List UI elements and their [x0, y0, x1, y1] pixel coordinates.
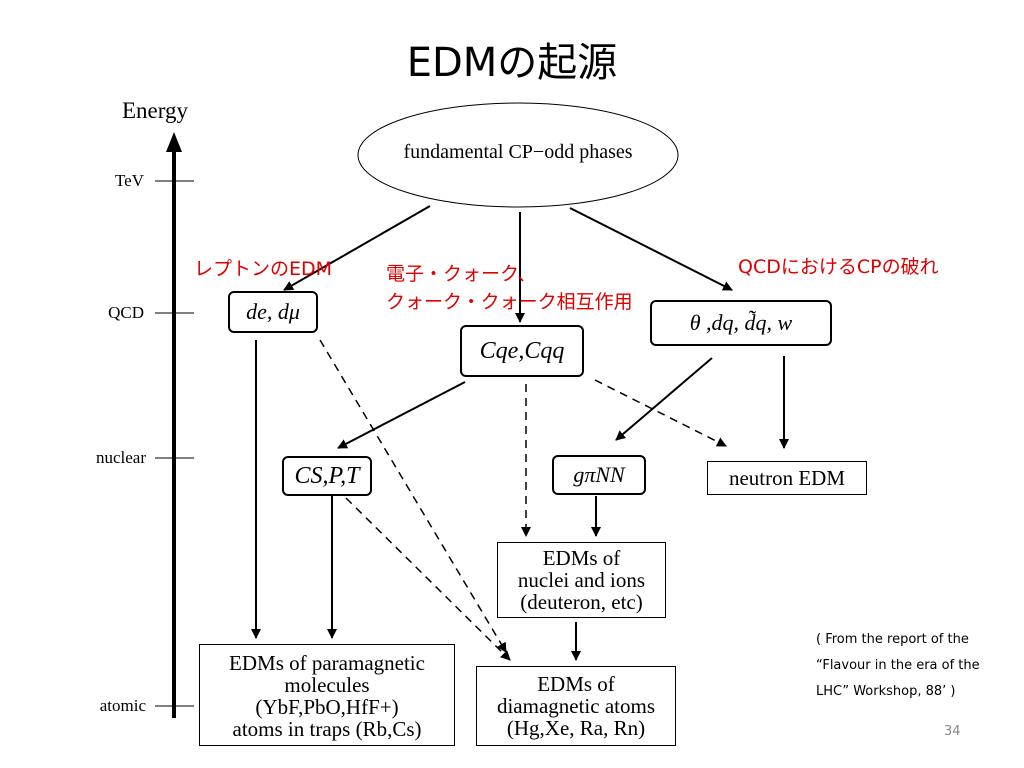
- arrow-theta-to-gpinn: [615, 357, 713, 441]
- para-line-1: EDMs of paramagnetic: [229, 651, 425, 675]
- de-dmu-label: de, dμ: [246, 299, 300, 324]
- para-line-2: molecules: [284, 673, 370, 697]
- fundamental-phases-label: fundamental CP−odd phases: [403, 141, 633, 163]
- cspt-node: CS,P,T: [282, 456, 372, 496]
- nuclei-edm-node: EDMs of nuclei and ions (deuteron, etc): [497, 542, 666, 618]
- page-title: EDMの起源: [406, 40, 618, 86]
- cspt-label: CS,P,T: [294, 463, 360, 489]
- arrow-cqe-to-cspt: [337, 381, 466, 449]
- nuclei-line-1: EDMs of: [542, 546, 621, 570]
- neutron-edm-label: neutron EDM: [728, 466, 846, 490]
- diamagnetic-edm-node: EDMs of diamagnetic atoms (Hg,Xe, Ra, Rn…: [476, 666, 676, 746]
- de-dmu-node: de, dμ: [228, 291, 318, 333]
- tick-label-tev: TeV: [114, 171, 144, 190]
- dia-line-1: EDMs of: [537, 672, 615, 696]
- source-note-line-2: “Flavour in the era of the: [816, 658, 980, 673]
- source-note-line-1: ( From the report of the: [816, 632, 969, 647]
- page-number: 34: [944, 724, 961, 739]
- qcd-cp-annotation: QCDにおけるCPの破れ: [738, 256, 939, 278]
- para-line-3: (YbF,PbO,HfF+): [255, 695, 399, 719]
- theta-label: θ ,dq, d̃q, w: [689, 310, 793, 335]
- theta-node: θ ,dq, d̃q, w: [650, 300, 832, 346]
- cqe-cqq-label: Cqe,Cqq: [479, 338, 565, 364]
- dash-de-to-dia: [319, 339, 507, 653]
- dia-line-2: diamagnetic atoms: [496, 694, 656, 718]
- dash-cqe-to-neutron: [594, 379, 727, 447]
- tick-label-nuclear: nuclear: [95, 448, 146, 467]
- source-note-line-3: LHC” Workshop, 88’ ): [816, 684, 956, 699]
- tick-label-atomic: atomic: [99, 696, 146, 715]
- energy-axis-arrowhead: [166, 132, 182, 152]
- gpinn-node: gπNN: [552, 455, 646, 495]
- neutron-edm-node: neutron EDM: [707, 461, 867, 495]
- dia-line-3: (Hg,Xe, Ra, Rn): [506, 716, 646, 740]
- arrow-fund-to-theta: [569, 207, 733, 291]
- lepton-edm-annotation: レプトンのEDM: [194, 258, 333, 280]
- dash-cspt-to-dia: [345, 497, 511, 661]
- gpinn-label: gπNN: [573, 462, 625, 487]
- paramagnetic-edm-node: EDMs of paramagnetic molecules (YbF,PbO,…: [199, 644, 455, 746]
- quark-quark-annotation: クォーク・クォーク相互作用: [386, 291, 633, 313]
- energy-axis-label: Energy: [122, 98, 189, 123]
- arrow-fund-to-de: [283, 205, 431, 291]
- nuclei-line-2: nuclei and ions: [517, 568, 646, 592]
- para-line-4: atoms in traps (Rb,Cs): [232, 717, 422, 741]
- source-note: ( From the report of the “Flavour in the…: [816, 627, 1016, 705]
- fundamental-ellipse: [357, 102, 679, 208]
- tick-label-qcd: QCD: [108, 303, 144, 322]
- electron-quark-annotation: 電子・クォーク、: [386, 263, 537, 285]
- cqe-cqq-node: Cqe,Cqq: [460, 325, 584, 377]
- nuclei-line-3: (deuteron, etc): [520, 590, 643, 614]
